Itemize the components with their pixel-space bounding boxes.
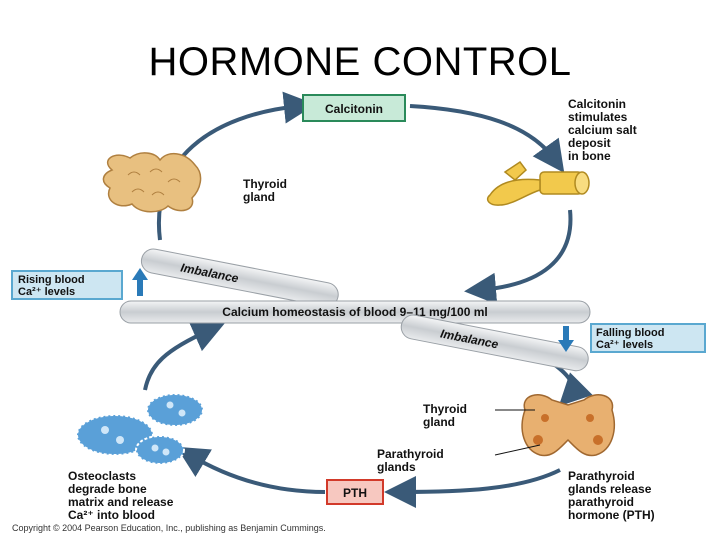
osteoclasts-label: Osteoclasts degrade bone matrix and rele… (68, 469, 174, 522)
svg-text:gland: gland (243, 190, 275, 204)
arrow-bone-to-homeostasis (464, 209, 573, 305)
rising-blood-line2: Ca²⁺ levels (18, 286, 75, 298)
thyroid-top-label: Thyroid gland (243, 177, 287, 204)
arrow-pth-to-osteoclasts (176, 446, 326, 494)
svg-text:Parathyroid: Parathyroid (377, 447, 444, 461)
page-title: HORMONE CONTROL (148, 40, 572, 84)
svg-text:glands release: glands release (568, 482, 652, 496)
up-arrow-icon (132, 268, 148, 296)
arrow-falling-to-parathyroid (553, 363, 593, 407)
parathyroid-glands-label: Parathyroid glands (377, 447, 444, 474)
svg-text:Thyroid: Thyroid (423, 402, 467, 416)
down-arrow-icon (558, 326, 574, 352)
svg-text:glands: glands (377, 460, 416, 474)
homeostasis-bar: Calcium homeostasis of blood 9–11 mg/100… (119, 300, 591, 324)
rising-blood-box (11, 270, 123, 300)
falling-blood-box (590, 323, 706, 353)
svg-text:hormone (PTH): hormone (PTH) (568, 508, 655, 522)
rising-blood-line1: Rising blood (18, 274, 85, 286)
osteoclasts-illustration (76, 393, 204, 465)
svg-text:Ca²⁺ into blood: Ca²⁺ into blood (68, 508, 155, 522)
svg-text:stimulates: stimulates (568, 110, 628, 124)
svg-text:Thyroid: Thyroid (243, 177, 287, 191)
arrow-osteoclasts-to-homeostasis (143, 321, 225, 391)
copyright-notice: Copyright © 2004 Pearson Education, Inc.… (12, 523, 326, 533)
arrow-to-calcitonin (156, 91, 316, 241)
svg-text:parathyroid: parathyroid (568, 495, 634, 509)
svg-text:gland: gland (423, 415, 455, 429)
homeostasis-label: Calcium homeostasis of blood 9–11 mg/100… (222, 305, 487, 319)
parathyroid-illustration (521, 394, 616, 457)
svg-text:Calcitonin: Calcitonin (568, 97, 626, 111)
bone-illustration (486, 160, 590, 206)
pth-release-label: Parathyroid glands release parathyroid h… (568, 469, 655, 522)
parathyroid-pointer (494, 444, 541, 456)
svg-text:Parathyroid: Parathyroid (568, 469, 635, 483)
svg-text:degrade bone: degrade bone (68, 482, 147, 496)
pth-box-label: PTH (343, 486, 367, 500)
arrow-calcitonin-to-bone (409, 104, 565, 174)
svg-text:deposit: deposit (568, 136, 611, 150)
svg-text:calcium salt: calcium salt (568, 123, 637, 137)
calcitonin-box (302, 94, 406, 122)
pth-box (326, 479, 384, 505)
arrow-parathyroid-to-pth (384, 468, 561, 508)
falling-blood-line2: Ca²⁺ levels (596, 339, 653, 351)
calcitonin-box-label: Calcitonin (325, 102, 383, 116)
svg-text:matrix and release: matrix and release (68, 495, 174, 509)
falling-blood-line1: Falling blood (596, 327, 664, 339)
imbalance-lower-bar: Imbalance (400, 314, 589, 372)
calcitonin-effect-label: Calcitonin stimulates calcium salt depos… (568, 97, 637, 163)
thyroid-bottom-label: Thyroid gland (423, 402, 467, 429)
thyroid-gland-illustration (102, 152, 202, 213)
svg-text:Osteoclasts: Osteoclasts (68, 469, 136, 483)
imbalance-upper-bar: Imbalance (140, 248, 339, 308)
svg-text:in bone: in bone (568, 149, 611, 163)
